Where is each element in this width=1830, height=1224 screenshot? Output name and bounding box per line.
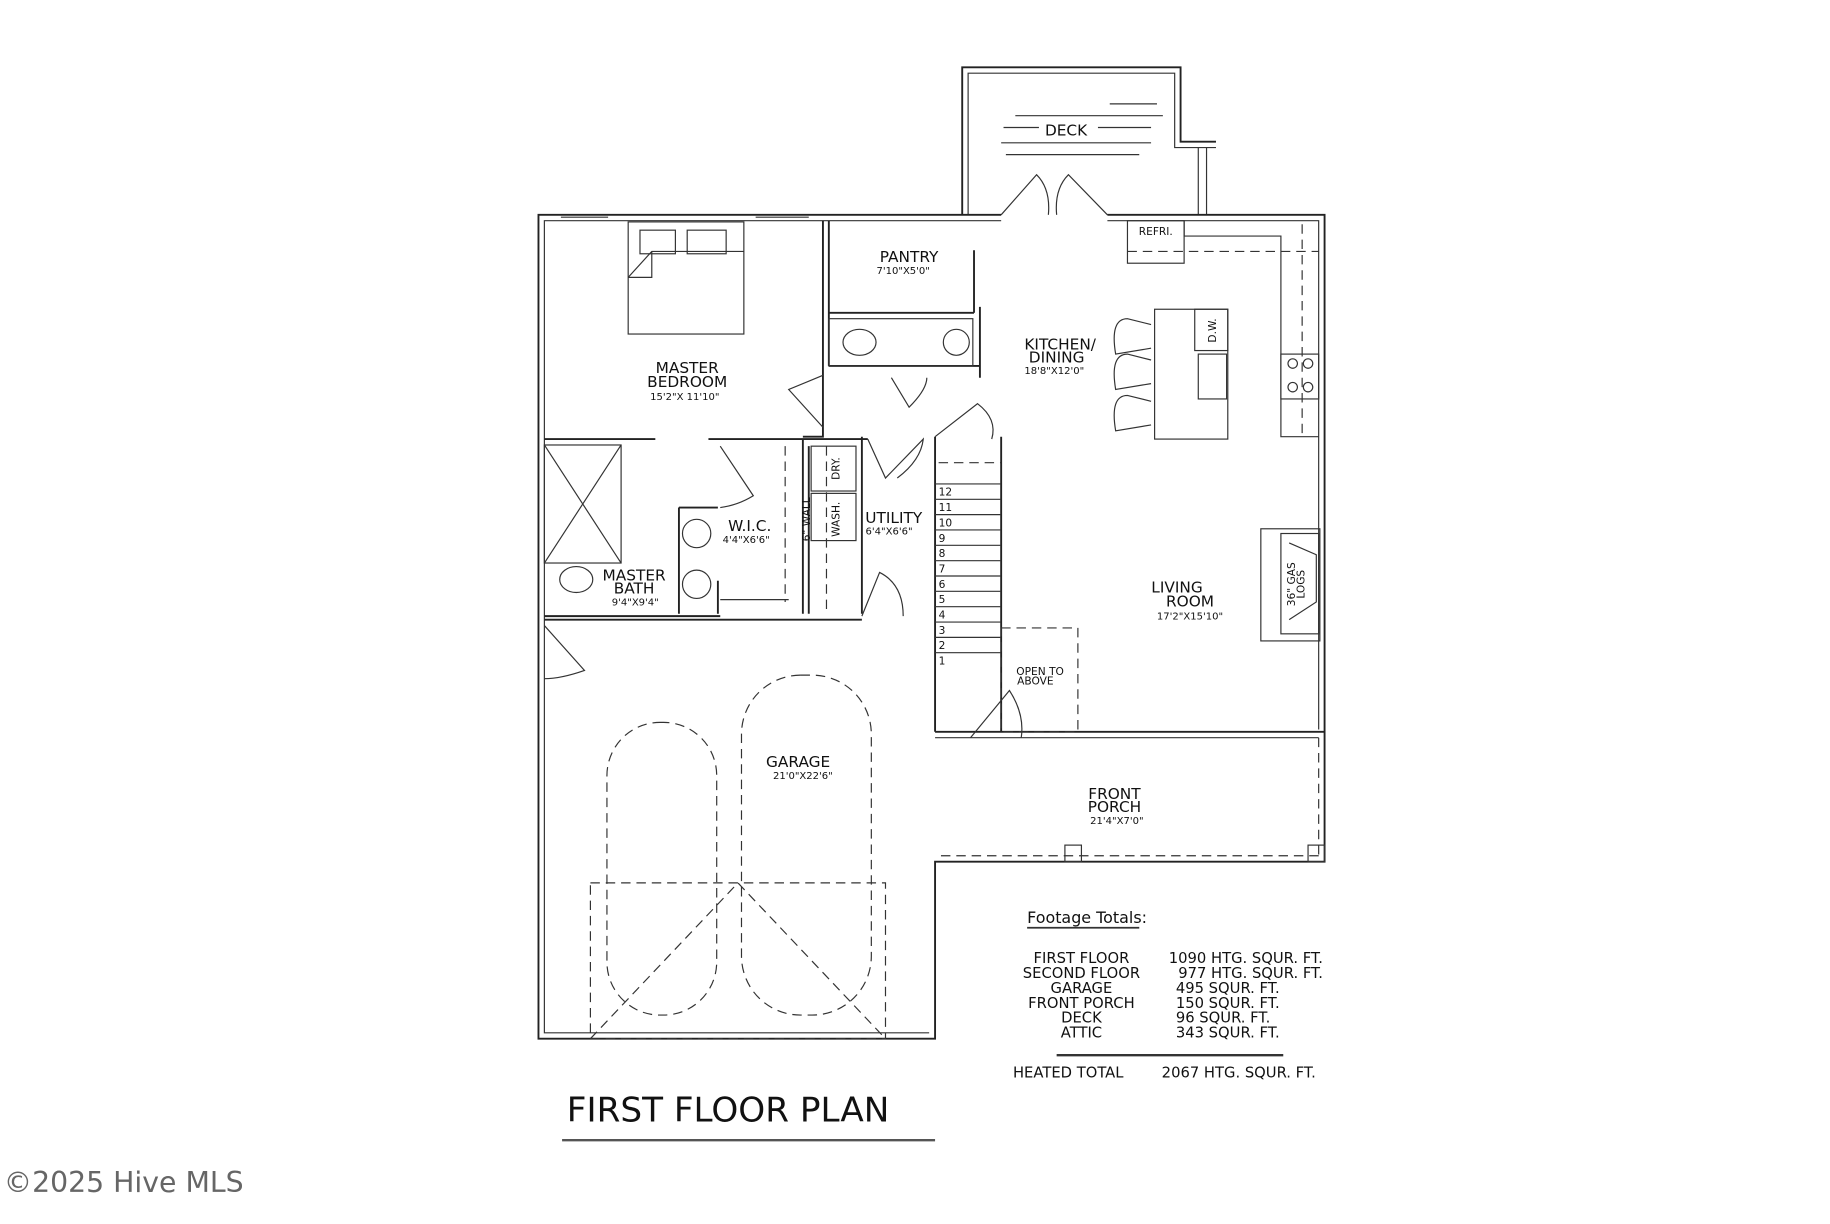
washer-label: WASH. — [829, 502, 842, 537]
open-to-above-label: OPEN TO — [1016, 665, 1064, 678]
stair-number: 3 — [939, 624, 946, 637]
footage-value: 150 SQUR. FT. — [1176, 995, 1280, 1012]
kitchen-dim: 18'8"X12'0" — [1024, 366, 1084, 377]
kitchen-label: KITCHEN/ — [1024, 335, 1096, 353]
footage-label: ATTIC — [1061, 1025, 1102, 1042]
master-bath-label: MASTER — [603, 567, 666, 585]
footage-label: FRONT PORCH — [1028, 995, 1134, 1012]
wic-dim: 4'4"X6'6" — [723, 535, 770, 546]
pantry-dim: 7'10"X5'0" — [876, 266, 929, 277]
footage-value: 977 HTG. SQUR. FT. — [1178, 965, 1323, 982]
footage-value: 96 SQUR. FT. — [1176, 1010, 1271, 1027]
utility-label: UTILITY — [865, 509, 923, 527]
living-room-dim: 17'2"X15'10" — [1157, 612, 1223, 623]
doors — [543, 374, 1023, 739]
kitchen-label-2: DINING — [1029, 348, 1085, 366]
stair-number: 5 — [939, 593, 946, 606]
utility-dim: 6'4"X6'6" — [865, 527, 912, 538]
garage-dim: 21'0"X22'6" — [773, 771, 833, 782]
master-bedroom-dim: 15'2"X 11'10" — [650, 392, 719, 403]
kitchen-fixtures — [1113, 220, 1321, 642]
master-bath-label-2: BATH — [614, 580, 655, 598]
stairs: 12 11 10 9 8 7 6 5 4 3 2 1 — [935, 462, 1002, 668]
stair-number: 8 — [939, 547, 946, 560]
living-room-label-2: ROOM — [1166, 593, 1214, 611]
watermark: ©2025 Hive MLS — [4, 1166, 244, 1199]
master-bedroom-label: MASTER — [656, 359, 719, 377]
deck-label: DECK — [1045, 122, 1088, 140]
stair-number: 9 — [939, 532, 946, 545]
footage-label: FIRST FLOOR — [1034, 950, 1130, 967]
footage-label: SECOND FLOOR — [1023, 965, 1140, 982]
stair-number: 12 — [939, 486, 953, 499]
refrigerator-label: REFRI. — [1139, 225, 1173, 238]
stair-number: 11 — [939, 501, 953, 514]
footage-totals: Footage Totals: FIRST FLOOR 1090 HTG. SQU… — [1013, 908, 1323, 1082]
exterior-walls — [537, 213, 1326, 1040]
dishwasher-label: D.W. — [1206, 318, 1219, 342]
bed-icon — [627, 221, 745, 335]
footage-label: DECK — [1061, 1010, 1102, 1027]
garage-label: GARAGE — [766, 753, 830, 771]
footage-value: 495 SQUR. FT. — [1176, 980, 1280, 997]
stair-number: 1 — [939, 655, 946, 668]
front-porch-label: FRONT — [1088, 785, 1141, 803]
stair-number: 4 — [939, 608, 946, 621]
gas-logs-label-2: LOGS — [1295, 570, 1308, 599]
footage-value: 343 SQUR. FT. — [1176, 1025, 1280, 1042]
living-room-label: LIVING — [1151, 579, 1202, 597]
open-to-above-outline — [1000, 627, 1079, 733]
deck: DECK — [961, 66, 1216, 216]
footage-value: 1090 HTG. SQUR. FT. — [1169, 950, 1323, 967]
gas-logs-label: 36" GAS — [1285, 562, 1298, 606]
master-bath-dim: 9'4"X9'4" — [612, 598, 659, 609]
front-porch-label-2: PORCH — [1088, 798, 1141, 816]
plan-title: FIRST FLOOR PLAN — [567, 1090, 890, 1130]
stair-number: 6 — [939, 578, 946, 591]
interior-walls — [544, 220, 1003, 732]
pantry-label: PANTRY — [880, 248, 939, 266]
front-porch-dim: 21'4"X7'0" — [1090, 816, 1143, 827]
six-inch-wall-label: 6" WALL — [800, 497, 813, 541]
garage-cars — [589, 674, 887, 1040]
footage-title: Footage Totals: — [1027, 908, 1147, 927]
open-to-above-label-2: ABOVE — [1017, 675, 1054, 688]
stair-number: 2 — [939, 639, 946, 652]
stair-number: 10 — [939, 516, 953, 529]
powder-room-fixtures — [828, 318, 974, 367]
master-bedroom-label-2: BEDROOM — [647, 373, 727, 391]
dryer-label: DRY. — [829, 457, 842, 480]
heated-total-value: 2067 HTG. SQUR. FT. — [1162, 1065, 1316, 1082]
footage-label: GARAGE — [1051, 980, 1113, 997]
master-bath-fixtures — [543, 444, 789, 602]
stair-number: 7 — [939, 562, 946, 575]
heated-total-label: HEATED TOTAL — [1013, 1065, 1124, 1082]
wic-label: W.I.C. — [728, 517, 771, 535]
laundry — [810, 445, 857, 614]
